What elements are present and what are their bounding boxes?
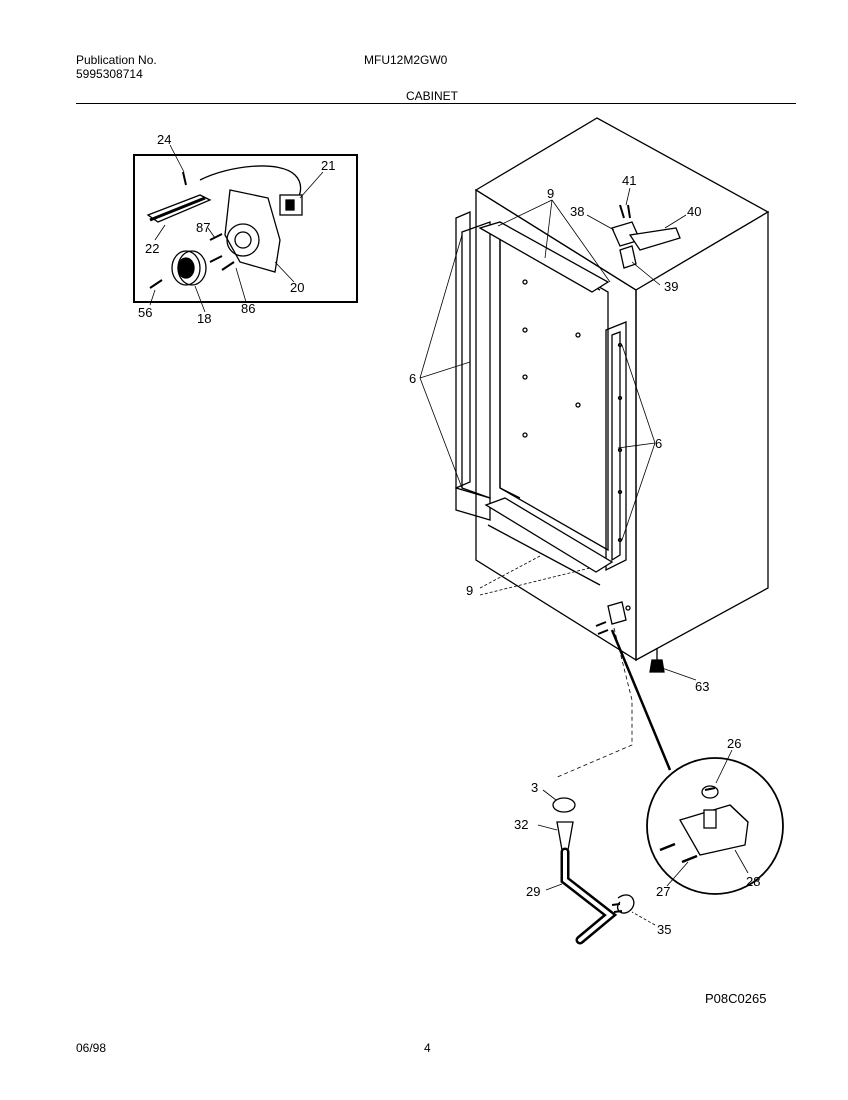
callout-38: 38 [570,204,584,219]
cabinet-body [419,117,770,779]
callout-6-right: 6 [655,436,662,451]
publication-number: 5995308714 [76,67,143,81]
publication-label: Publication No. [76,53,157,67]
callout-29: 29 [526,884,540,899]
callout-32: 32 [514,817,528,832]
callout-22: 22 [145,241,159,256]
callout-87: 87 [196,220,210,235]
callout-56: 56 [138,305,152,320]
callout-18: 18 [197,311,211,326]
callout-9-bottom: 9 [466,583,473,598]
callout-26: 26 [727,736,741,751]
callout-21: 21 [321,158,335,173]
callout-39: 39 [664,279,678,294]
callout-35: 35 [657,922,671,937]
callout-27: 27 [656,884,670,899]
light-assembly-inset [133,144,358,313]
callout-3: 3 [531,780,538,795]
callout-86: 86 [241,301,255,316]
hinge-detail-circle [610,629,784,895]
section-title: CABINET [406,89,459,103]
callout-20: 20 [290,280,304,295]
callout-6-left: 6 [409,371,416,386]
callout-41: 41 [622,173,636,188]
callout-28: 28 [746,874,760,889]
page-number: 4 [424,1041,431,1055]
callout-24: 24 [157,132,171,147]
callout-labels: 24 21 87 22 20 86 56 18 41 9 38 40 39 6 … [138,132,760,937]
callout-9-top: 9 [547,186,554,201]
figure-code: P08C0265 [705,991,767,1006]
callout-40: 40 [687,204,701,219]
drain-assembly [537,789,656,945]
publication-date: 06/98 [76,1041,107,1055]
callout-63: 63 [695,679,709,694]
header-rule [76,103,796,104]
model-number: MFU12M2GW0 [364,53,448,67]
